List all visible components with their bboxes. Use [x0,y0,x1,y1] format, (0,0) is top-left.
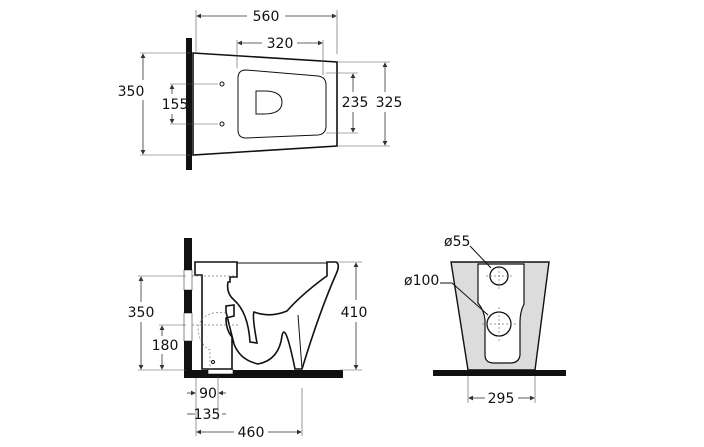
bowl-opening [255,90,283,115]
dim-base-width: 295 [488,391,515,407]
floor [184,370,343,378]
wall-plate [186,38,192,170]
floor [433,370,566,376]
dim-foot-depth: 460 [238,425,265,441]
dim-drain-offset: 135 [194,407,221,423]
dim-overall-length: 560 [253,9,280,25]
dim-bowl-height: 410 [341,305,368,321]
drain-point-icon [211,360,215,364]
inlet-sleeve [183,269,193,291]
seat-outline [237,69,327,139]
dim-seat-length: 320 [267,36,294,52]
front-view: ø55 ø100 295 [404,234,566,407]
dim-outlet-height: 180 [152,338,179,354]
dim-wall-width: 350 [118,84,145,100]
bolt-hole-icon [219,81,225,87]
dim-front-width: 325 [376,95,403,111]
dim-seat-width: 235 [342,95,369,111]
top-view: 560 320 350 155 235 325 [118,9,403,170]
label-inlet-diameter: ø55 [444,234,470,250]
bowl-profile [194,261,340,370]
bowl-outline [192,52,338,156]
label-outlet-diameter: ø100 [404,273,439,289]
side-view: 410 350 180 90 135 460 [128,238,368,441]
bolt-hole-icon [219,121,225,127]
outlet-sleeve [183,312,193,342]
dim-inlet-height: 350 [128,305,155,321]
dim-outlet-offset: 90 [199,386,217,402]
dim-bolt-spacing: 155 [162,97,189,113]
wall [184,238,192,378]
